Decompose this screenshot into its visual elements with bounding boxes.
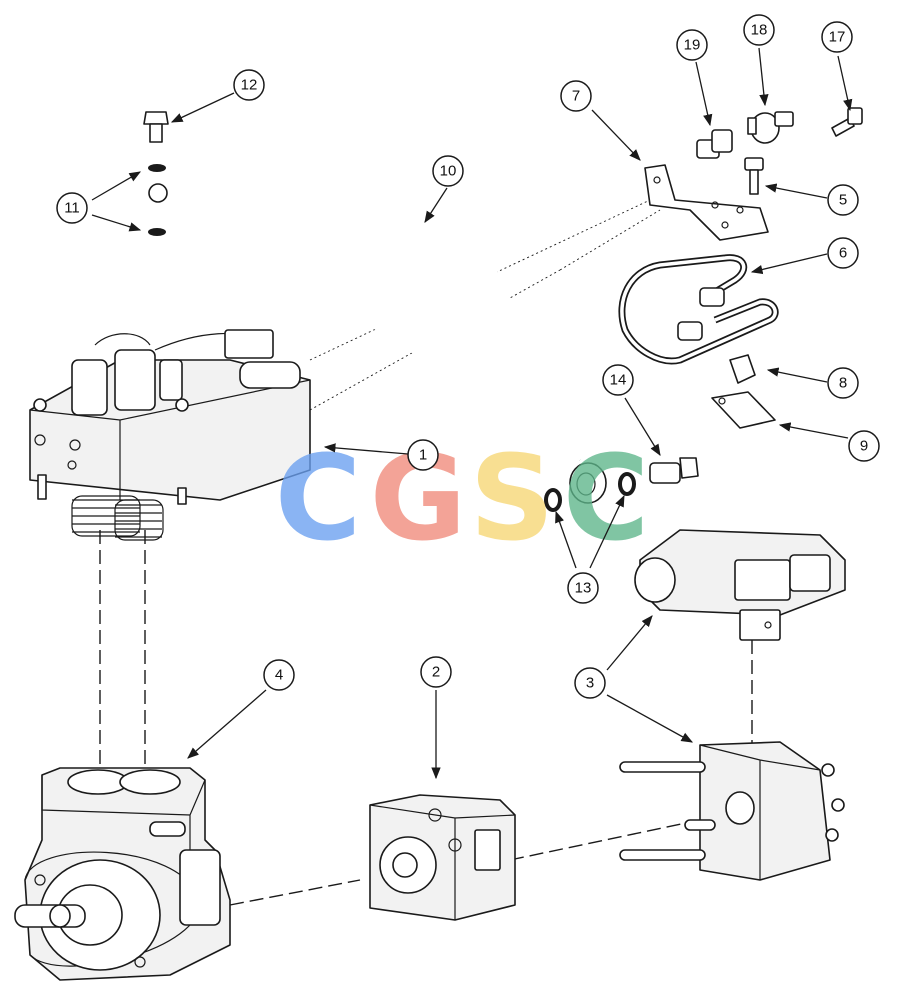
watermark-letter-3: S (470, 429, 555, 567)
pump-part-2 (369, 794, 516, 921)
callout-10: 10 (432, 155, 464, 187)
watermark-letter-4: C (563, 429, 650, 567)
svg-text:8: 8 (839, 375, 847, 392)
svg-text:19: 19 (684, 37, 701, 54)
callout-5: 5 (827, 184, 859, 216)
callouts: 1 2 3 4 5 6 7 8 9 10 11 12 13 14 17 18 1… (56, 14, 880, 699)
banjo-bolt-part-12 (143, 111, 169, 143)
valve-block-part-1 (29, 329, 311, 541)
callout-2: 2 (420, 656, 452, 688)
svg-text:2: 2 (432, 664, 440, 681)
svg-text:18: 18 (751, 22, 768, 39)
svg-text:1: 1 (419, 447, 427, 464)
callout-14: 14 (602, 364, 634, 396)
callout-12: 12 (233, 69, 265, 101)
callout-18: 18 (743, 14, 775, 46)
svg-text:6: 6 (839, 245, 847, 262)
callout-8: 8 (827, 367, 859, 399)
svg-text:14: 14 (610, 372, 627, 389)
loop-tube-part-6 (618, 254, 779, 365)
callout-3: 3 (574, 667, 606, 699)
clamp-plate-part-9 (711, 391, 776, 429)
tube-part-10 (148, 183, 607, 504)
callout-6: 6 (827, 237, 859, 269)
valve-body-part-3-upper (634, 529, 846, 641)
banjo-bolt-part-14 (649, 457, 699, 484)
clamp-part-8 (729, 354, 756, 384)
svg-text:12: 12 (241, 77, 258, 94)
bolt-part-5 (744, 157, 764, 195)
svg-text:9: 9 (860, 438, 868, 455)
leader-lines (91, 47, 853, 780)
svg-text:5: 5 (839, 192, 847, 209)
bracket-part-7 (644, 164, 769, 241)
callout-11: 11 (56, 192, 88, 224)
valve-body-part-3-lower (619, 741, 845, 881)
springs (71, 495, 164, 541)
svg-text:7: 7 (572, 88, 580, 105)
callout-7: 7 (560, 80, 592, 112)
callout-13: 13 (567, 572, 599, 604)
svg-text:17: 17 (829, 29, 846, 46)
svg-text:13: 13 (575, 580, 592, 597)
watermark: C G S C (275, 429, 650, 567)
svg-text:10: 10 (440, 163, 457, 180)
washers-part-11 (148, 164, 166, 236)
pump-housing-part-4 (14, 767, 231, 981)
assembly-alignment-lines (99, 199, 753, 906)
callout-19: 19 (676, 29, 708, 61)
washers-part-13 (544, 472, 636, 512)
callout-17: 17 (821, 21, 853, 53)
callout-4: 4 (263, 659, 295, 691)
bolt-part-17 (831, 107, 863, 137)
callout-1: 1 (407, 439, 439, 471)
fitting-part-19 (696, 129, 733, 159)
watermark-letter-1: C (275, 429, 362, 567)
svg-text:3: 3 (586, 675, 594, 692)
svg-text:4: 4 (275, 667, 283, 684)
pressure-switch-part-18 (747, 111, 794, 144)
svg-text:11: 11 (64, 200, 80, 217)
callout-9: 9 (848, 430, 880, 462)
